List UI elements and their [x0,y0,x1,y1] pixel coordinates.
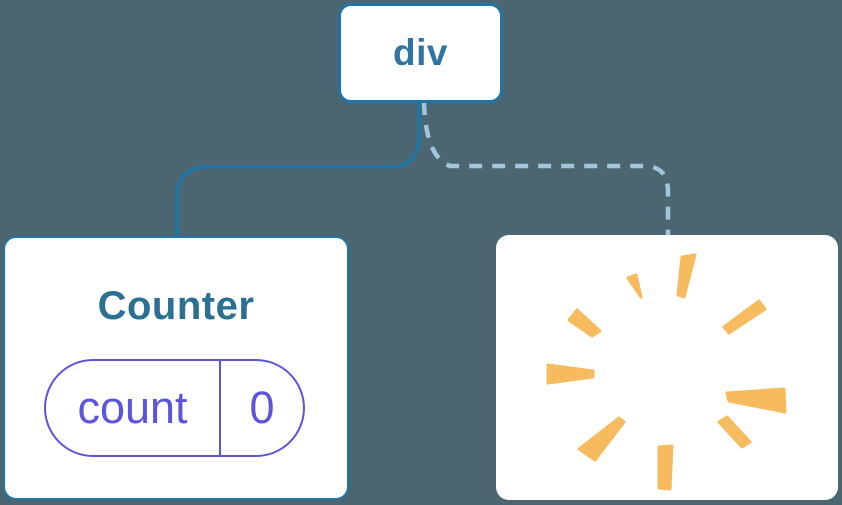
poof-ray [722,299,767,335]
poof-ray [577,416,626,462]
poof-ray [567,308,602,338]
counter-title: Counter [97,284,255,328]
state-pill: count 0 [44,359,305,457]
node-removed [496,235,838,500]
poof-burst-icon [546,253,787,491]
poof-ray [676,253,697,299]
poof-ray [717,415,752,449]
edge-div-to-counter [175,101,421,236]
node-div: div [338,3,503,103]
poof-ray [626,273,643,299]
poof-ray [657,444,674,491]
node-div-label: div [393,32,448,73]
state-pill-value: 0 [249,382,275,433]
node-counter: Counter count 0 [3,236,349,500]
poof-ray [725,387,787,414]
edge-div-to-removed [421,101,671,236]
state-pill-key: count [46,361,221,455]
poof-ray [546,363,595,385]
